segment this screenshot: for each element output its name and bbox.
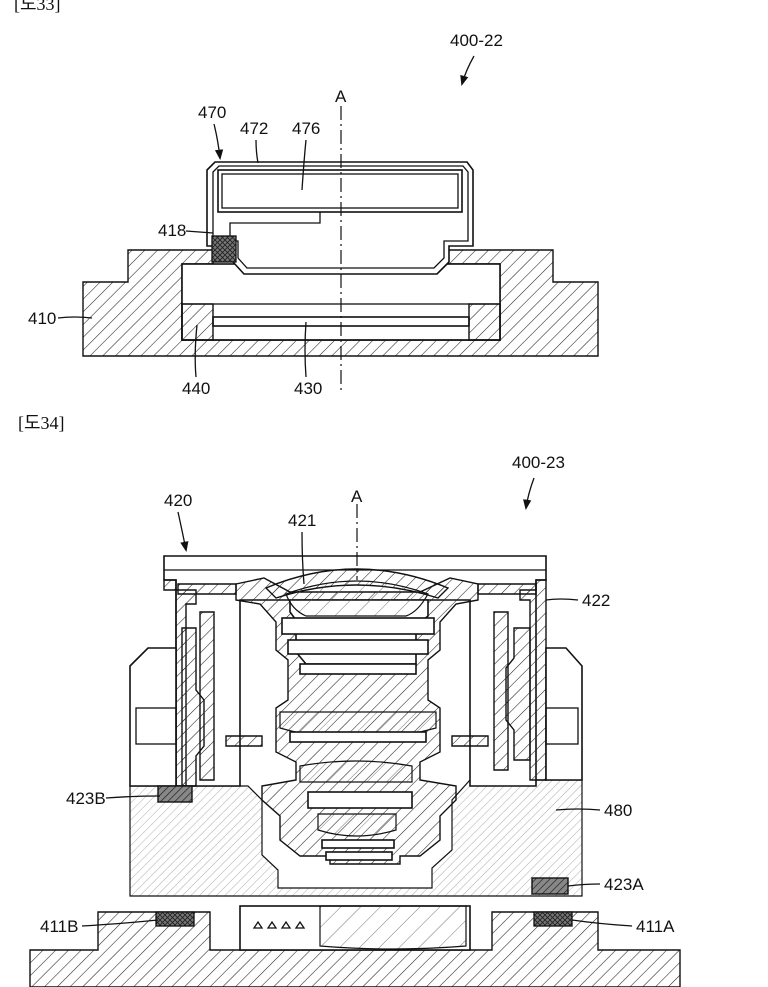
- leader-476: [301, 139, 307, 191]
- label-411A: 411A: [636, 917, 675, 936]
- label-421: 421: [288, 511, 316, 530]
- label-470: 470: [198, 103, 226, 122]
- pad-423B: [157, 785, 193, 803]
- figure-33-caption: [도33]: [14, 0, 61, 14]
- leader-440: [194, 324, 198, 378]
- axis-label-33: A: [335, 87, 347, 106]
- retainer-right: [451, 735, 489, 747]
- leader-480: [555, 808, 601, 811]
- lens-3: [287, 639, 429, 655]
- lens-9: [325, 851, 393, 861]
- lens-7: [317, 813, 397, 837]
- leader-411B: [81, 919, 159, 927]
- retainer-left: [225, 735, 263, 747]
- lens-5: [299, 760, 413, 783]
- label-423B: 423B: [66, 789, 106, 808]
- label-472: 472: [240, 119, 268, 138]
- axis-label-34: A: [351, 487, 363, 506]
- ref-arrow-34: [523, 477, 535, 511]
- ref-400-23: 400-23: [512, 453, 565, 472]
- leader-422: [545, 598, 579, 601]
- label-423A: 423A: [604, 875, 644, 894]
- pad-423A: [531, 877, 569, 895]
- lens-421-glass: [285, 580, 429, 617]
- module-476-inner: [221, 173, 459, 209]
- lens-6: [307, 791, 413, 809]
- label-480: 480: [604, 801, 632, 820]
- connector-418: [211, 235, 237, 263]
- label-410: 410: [28, 309, 56, 328]
- bottom-pins: [252, 920, 306, 929]
- barrel-right-inner: [493, 611, 509, 771]
- spacer-2: [289, 731, 427, 743]
- outer-body-right: [545, 647, 583, 781]
- outer-body-left-window: [135, 707, 177, 745]
- leader-421: [301, 531, 305, 585]
- leader-430: [304, 321, 307, 378]
- leader-472: [255, 139, 259, 164]
- figure-34: [도34]: [18, 413, 681, 987]
- leader-411A: [571, 919, 633, 927]
- pad-411A: [533, 911, 573, 927]
- leader-470: [213, 123, 224, 161]
- block-440-right: [468, 303, 501, 341]
- label-420: 420: [164, 491, 192, 510]
- housing-inner-wall: [212, 165, 469, 269]
- barrel-left-inner: [199, 611, 215, 781]
- barrel-right: [505, 627, 531, 761]
- leader-418: [185, 230, 214, 234]
- leader-423B: [105, 795, 161, 799]
- figure-34-caption: [도34]: [18, 413, 65, 433]
- module-476: [217, 169, 463, 213]
- module-flex: [229, 212, 321, 241]
- base-bottom: [29, 911, 681, 987]
- lens-2: [281, 617, 435, 635]
- leader-410: [57, 316, 93, 319]
- leader-423A: [567, 883, 601, 887]
- outer-body-left: [129, 647, 177, 787]
- block-440-left: [181, 303, 214, 341]
- pad-411B: [155, 911, 195, 927]
- top-ring-right: [477, 583, 537, 595]
- spacer-1: [299, 663, 417, 675]
- outer-body-right-window: [545, 707, 579, 745]
- bottom-glass: [319, 905, 467, 950]
- figure-33: [도33] A 400-22 470 472 476 418: [14, 0, 599, 398]
- leader-420: [177, 511, 189, 553]
- ref-400-22: 400-22: [450, 31, 503, 50]
- label-430: 430: [294, 379, 322, 398]
- holder-480: [129, 779, 583, 897]
- ref-arrow-33: [460, 55, 475, 86]
- label-411B: 411B: [40, 917, 78, 936]
- label-418: 418: [158, 221, 186, 240]
- label-476: 476: [292, 119, 320, 138]
- label-440: 440: [182, 379, 210, 398]
- lens-8: [321, 839, 395, 849]
- top-ring-left: [177, 583, 237, 595]
- label-422: 422: [582, 591, 610, 610]
